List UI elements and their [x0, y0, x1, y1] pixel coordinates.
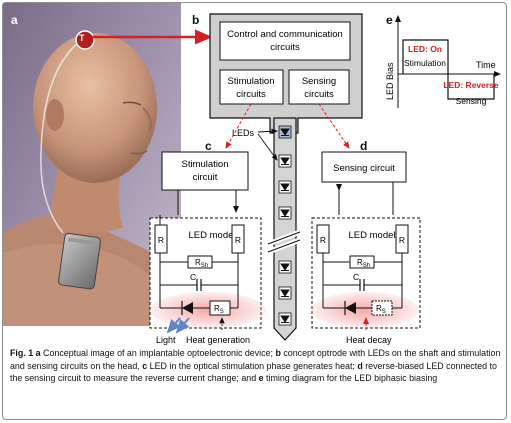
- shaft-led: [278, 312, 292, 326]
- led-on-label: LED: On: [408, 44, 442, 54]
- sensing-label: Sensing: [456, 96, 487, 106]
- led-model-label-d: LED model: [349, 230, 396, 241]
- caption-letter-b: b: [275, 348, 281, 358]
- rsh-resistor-c: [187, 255, 213, 269]
- leds-label: LEDs: [232, 128, 255, 138]
- rs-label-d: RS: [376, 304, 386, 315]
- rs-label-c: RS: [214, 304, 224, 315]
- light-label: Light: [156, 335, 176, 345]
- r-left-label-d: R: [320, 235, 326, 245]
- cap-label-c: C: [190, 272, 196, 282]
- sensing-circuit-box: [321, 151, 407, 183]
- sense-box: [288, 69, 350, 105]
- sense-box-line2: circuits: [304, 89, 334, 100]
- caption-part-d: reverse-biased LED connected to the sens…: [10, 360, 497, 384]
- stim-circuit-line1: Stimulation: [182, 159, 229, 170]
- diode-c: [182, 302, 193, 314]
- heat-generation-label: Heat generation: [186, 335, 250, 345]
- stim-circuit-line2: circuit: [193, 172, 218, 183]
- rsh-resistor-d: [349, 255, 375, 269]
- shaft-led: [278, 206, 292, 220]
- figure-label: Fig. 1: [10, 348, 34, 358]
- implant-icon: T: [79, 33, 85, 43]
- stim-circuit-box: [161, 151, 249, 191]
- rsh-label-d: RSh: [357, 258, 370, 269]
- figure-caption: Fig. 1 a Conceptual image of an implanta…: [10, 347, 504, 385]
- optrode-shaft: [273, 117, 297, 341]
- led-bias-axis-label: LED Bias: [385, 62, 395, 100]
- rsh-label-c: RSh: [195, 258, 208, 269]
- shaft-led: [278, 125, 292, 139]
- led-reverse-label: LED: Reverse: [443, 80, 499, 90]
- shaft-led: [278, 154, 292, 168]
- caption-letter-e: e: [258, 373, 264, 384]
- shaft-led: [278, 260, 292, 274]
- r-right-label-c: R: [235, 235, 241, 245]
- shaft-led: [278, 180, 292, 194]
- panel-label-b: b: [192, 13, 199, 27]
- panel-label-c: c: [205, 139, 212, 153]
- figure-frame: [2, 2, 507, 420]
- stim-box: [219, 69, 284, 105]
- stimulation-label: Stimulation: [404, 58, 446, 68]
- bias-waveform: [402, 39, 495, 100]
- cap-label-d: C: [353, 272, 359, 282]
- panel-e: LED Bias Time LED: On Stimulation LED: R…: [385, 15, 501, 108]
- sensing-circuit-label: Sensing circuit: [333, 163, 395, 174]
- led-model-label-c: LED model: [189, 230, 236, 241]
- caption-part-c: LED in the optical stimulation phase gen…: [147, 360, 358, 371]
- caption-letter-a: a: [35, 348, 41, 358]
- resistor-left-c: [154, 224, 168, 254]
- control-box-line1: Control and communication: [227, 29, 343, 40]
- panel-label-e: e: [386, 13, 393, 27]
- diode-d: [345, 302, 356, 314]
- panel-c: Stimulation circuit LED model R R RSh C …: [149, 151, 266, 345]
- stim-box-line1: Stimulation: [228, 76, 275, 87]
- caption-letter-c: c: [142, 360, 148, 371]
- control-box: [219, 21, 351, 61]
- sense-box-line1: Sensing: [302, 76, 336, 87]
- caption-part-b: concept optrode with LEDs on the shaft a…: [10, 348, 501, 371]
- caption-letter-d: d: [357, 360, 363, 371]
- panel-label-a: a: [11, 13, 18, 27]
- shaft-led: [278, 286, 292, 300]
- control-box-line2: circuits: [270, 42, 300, 53]
- shaft-leds: [278, 125, 292, 326]
- r-left-label-c: R: [158, 235, 164, 245]
- panel-d: Sensing circuit LED model R R RSh C RS H…: [311, 151, 421, 345]
- heat-decay-label: Heat decay: [346, 335, 392, 345]
- caption-part-e: timing diagram for the LED biphasic bias…: [263, 373, 438, 384]
- r-right-label-d: R: [399, 235, 405, 245]
- panel-label-d: d: [360, 139, 367, 153]
- time-axis-label: Time: [476, 60, 496, 70]
- stim-box-line2: circuits: [236, 89, 266, 100]
- caption-part-a: Conceptual image of an implantable optoe…: [40, 348, 276, 358]
